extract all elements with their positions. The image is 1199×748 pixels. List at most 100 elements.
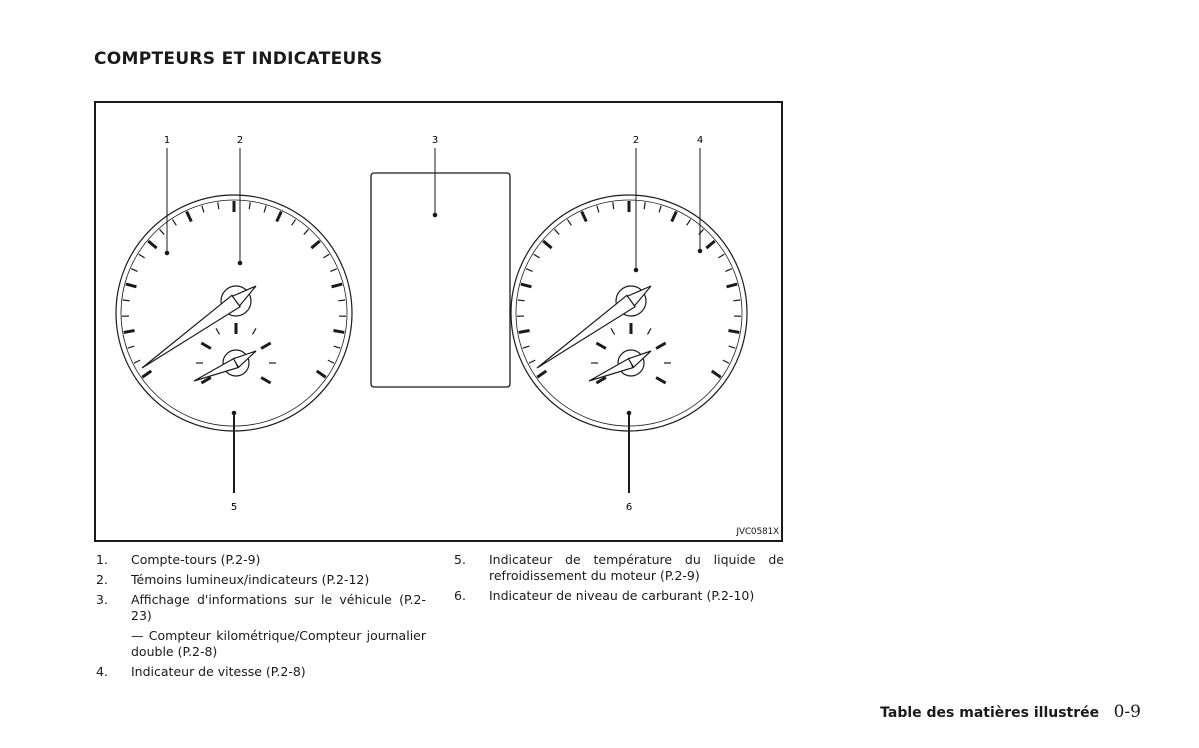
right-gauge-tick [525,268,533,272]
callout-2-left: 2 [237,135,243,146]
legend-item-temperature-gauge: 5. Indicateur de température du liquide … [454,552,784,584]
right-gauge-tick [643,202,646,210]
right-gauge-tick [566,219,572,226]
left-gauge-tick [138,253,145,259]
left-subgauge-tick [260,376,272,385]
right-gauge-tick [554,228,560,235]
left-gauge-tick [130,268,138,272]
legend-subitem-odometer: — Compteur kilométrique/Compteur journal… [131,628,426,659]
figure-code: JVC0581X [736,527,779,537]
left-subgauge-tick [260,341,272,350]
legend-text: Compte-tours (P.2-9) [131,552,261,567]
right-subgauge-needle-tail [627,350,652,369]
legend-text: Affichage d'informations sur le véhicule… [131,592,426,623]
right-gauge-tick [612,202,615,210]
legend-number: 4. [96,664,108,679]
left-subgauge-tick [200,376,212,385]
legend-number: 3. [96,592,108,607]
left-gauge-tick [323,253,330,259]
legend-text: Indicateur de vitesse (P.2-8) [131,664,306,679]
legend-number: 6. [454,588,466,603]
left-gauge-tick [147,239,158,250]
left-gauge-needle-tail [231,285,257,307]
callout-2-right: 2 [633,135,639,146]
legend-number: 5. [454,552,466,567]
right-gauge-tick [518,329,530,334]
legend-item-vehicle-info-display: 3. Affichage d'informations sur le véhic… [96,592,426,624]
right-gauge-tick [722,359,730,364]
left-gauge-tick [133,359,141,364]
left-gauge-tick [171,219,177,226]
right-gauge-tick [658,205,662,213]
right-subgauge-tick [595,376,607,385]
right-subgauge-tick [646,328,652,335]
left-subgauge-tick [200,341,212,350]
left-gauge-tick [333,329,345,334]
left-gauge-tick [125,282,137,289]
right-gauge-tick [725,268,733,272]
right-gauge-tick [542,239,553,250]
right-gauge-tick [520,282,532,289]
right-subgauge-tick [595,341,607,350]
left-subgauge-needle-tail [232,350,257,369]
legend-right-column: 5. Indicateur de température du liquide … [454,552,784,608]
right-gauge-tick [596,205,600,213]
left-gauge-tick [310,239,321,250]
page-number: 0-9 [1113,702,1141,722]
right-gauge-tick [536,369,548,379]
left-gauge-tick [327,359,335,364]
legend-item-warning-lights: 2. Témoins lumineux/indicateurs (P.2-12) [96,572,426,588]
callout-6: 6 [626,502,632,513]
legend-text: Indicateur de température du liquide de … [489,552,784,583]
left-subgauge-tick [215,328,221,335]
left-gauge-tick [248,202,251,210]
callout-5: 5 [231,502,237,513]
legend-number: 1. [96,552,108,567]
legend-number: 2. [96,572,108,587]
right-subgauge-tick [610,328,616,335]
left-gauge-tick [338,299,346,302]
left-gauge-tick [263,205,267,213]
left-gauge-tick [331,282,343,289]
left-gauge-tick [291,219,297,226]
right-gauge-tick [517,299,525,302]
right-gauge-tick [533,253,540,259]
legend-text: Témoins lumineux/indicateurs (P.2-12) [131,572,370,587]
right-subgauge-needle [588,357,634,382]
legend-item-speedometer: 4. Indicateur de vitesse (P.2-8) [96,664,426,680]
right-gauge-tick [528,359,536,364]
left-gauge-tick [123,329,135,334]
right-gauge-tick [686,219,692,226]
right-subgauge-tick [655,341,667,350]
legend-item-fuel-gauge: 6. Indicateur de niveau de carburant (P.… [454,588,784,604]
right-subgauge-tick [655,376,667,385]
right-gauge-tick [718,253,725,259]
left-gauge-tick [333,345,341,349]
left-gauge-tick [315,369,327,379]
left-gauge-tick [127,345,135,349]
left-gauge-tick [275,210,283,223]
right-gauge-needle-tail [626,285,652,307]
left-gauge-tick [122,299,130,302]
page-footer: Table des matières illustrée 0-9 [880,702,1141,722]
left-subgauge-tick [251,328,257,335]
left-subgauge-needle [193,357,239,382]
legend-text: Indicateur de niveau de carburant (P.2-1… [489,588,755,603]
right-gauge-tick [705,239,716,250]
left-gauge-tick [201,205,205,213]
left-gauge-tick [330,268,338,272]
right-gauge-tick [726,282,738,289]
legend-left-column: 1. Compte-tours (P.2-9) 2. Témoins lumin… [96,552,426,684]
right-gauge-tick [670,210,678,223]
right-gauge-tick [710,369,722,379]
left-gauge-tick [217,202,220,210]
instrument-cluster-figure: 1 2 3 2 4 5 6 JVC0581X [94,101,783,542]
left-gauge-tick [185,210,193,223]
right-gauge-tick [728,329,740,334]
page-title: COMPTEURS ET INDICATEURS [94,49,383,69]
instrument-cluster-diagram: 1 2 3 2 4 5 6 [115,135,748,513]
right-gauge-tick [728,345,736,349]
right-gauge-tick [522,345,530,349]
left-gauge-tick [141,369,153,379]
right-gauge-tick [580,210,588,223]
